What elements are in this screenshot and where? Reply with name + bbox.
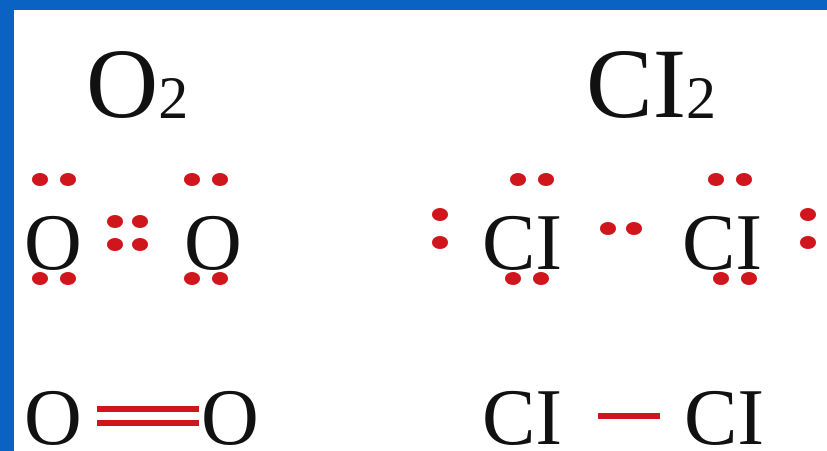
ci2-formula-base: CI (586, 28, 686, 139)
o2-line-atom-right: O (201, 374, 259, 451)
electron-dot (60, 173, 76, 186)
electron-dot (432, 236, 448, 249)
electron-dot (505, 272, 521, 285)
electron-dot (32, 173, 48, 186)
electron-dot (184, 272, 200, 285)
electron-dot (212, 272, 228, 285)
electron-dot (736, 173, 752, 186)
shared-electron-dot (107, 215, 123, 228)
electron-dot (212, 173, 228, 186)
shared-electron-dot (132, 238, 148, 251)
o2-lewis-atom-right: O (184, 199, 242, 287)
electron-dot (533, 272, 549, 285)
double-bond-line-top (97, 406, 199, 412)
electron-dot (713, 272, 729, 285)
electron-dot (60, 272, 76, 285)
electron-dot (800, 236, 816, 249)
electron-dot (432, 208, 448, 221)
diagram-panel: O2 O O O O CI2 CI CI CI CI (14, 10, 827, 451)
electron-dot (32, 272, 48, 285)
electron-dot (708, 173, 724, 186)
o2-formula-subscript: 2 (158, 65, 189, 132)
electron-dot (184, 173, 200, 186)
shared-electron-dot (626, 222, 642, 235)
shared-electron-dot (132, 215, 148, 228)
electron-dot (741, 272, 757, 285)
o2-lewis-atom-left: O (24, 199, 82, 287)
ci2-line-atom-right: CI (684, 374, 764, 451)
electron-dot (538, 173, 554, 186)
single-bond-line (598, 413, 660, 419)
shared-electron-dot (600, 222, 616, 235)
shared-electron-dot (107, 238, 123, 251)
ci2-line-atom-left: CI (482, 374, 562, 451)
electron-dot (800, 208, 816, 221)
ci2-formula-subscript: 2 (686, 65, 716, 132)
electron-dot (510, 173, 526, 186)
ci2-lewis-atom-right: CI (682, 199, 762, 287)
o2-formula: O2 (86, 34, 188, 134)
o2-formula-base: O (86, 28, 159, 139)
ci2-formula: CI2 (586, 34, 716, 134)
ci2-lewis-atom-left: CI (482, 199, 562, 287)
double-bond-line-bottom (97, 420, 199, 426)
o2-line-atom-left: O (24, 374, 82, 451)
